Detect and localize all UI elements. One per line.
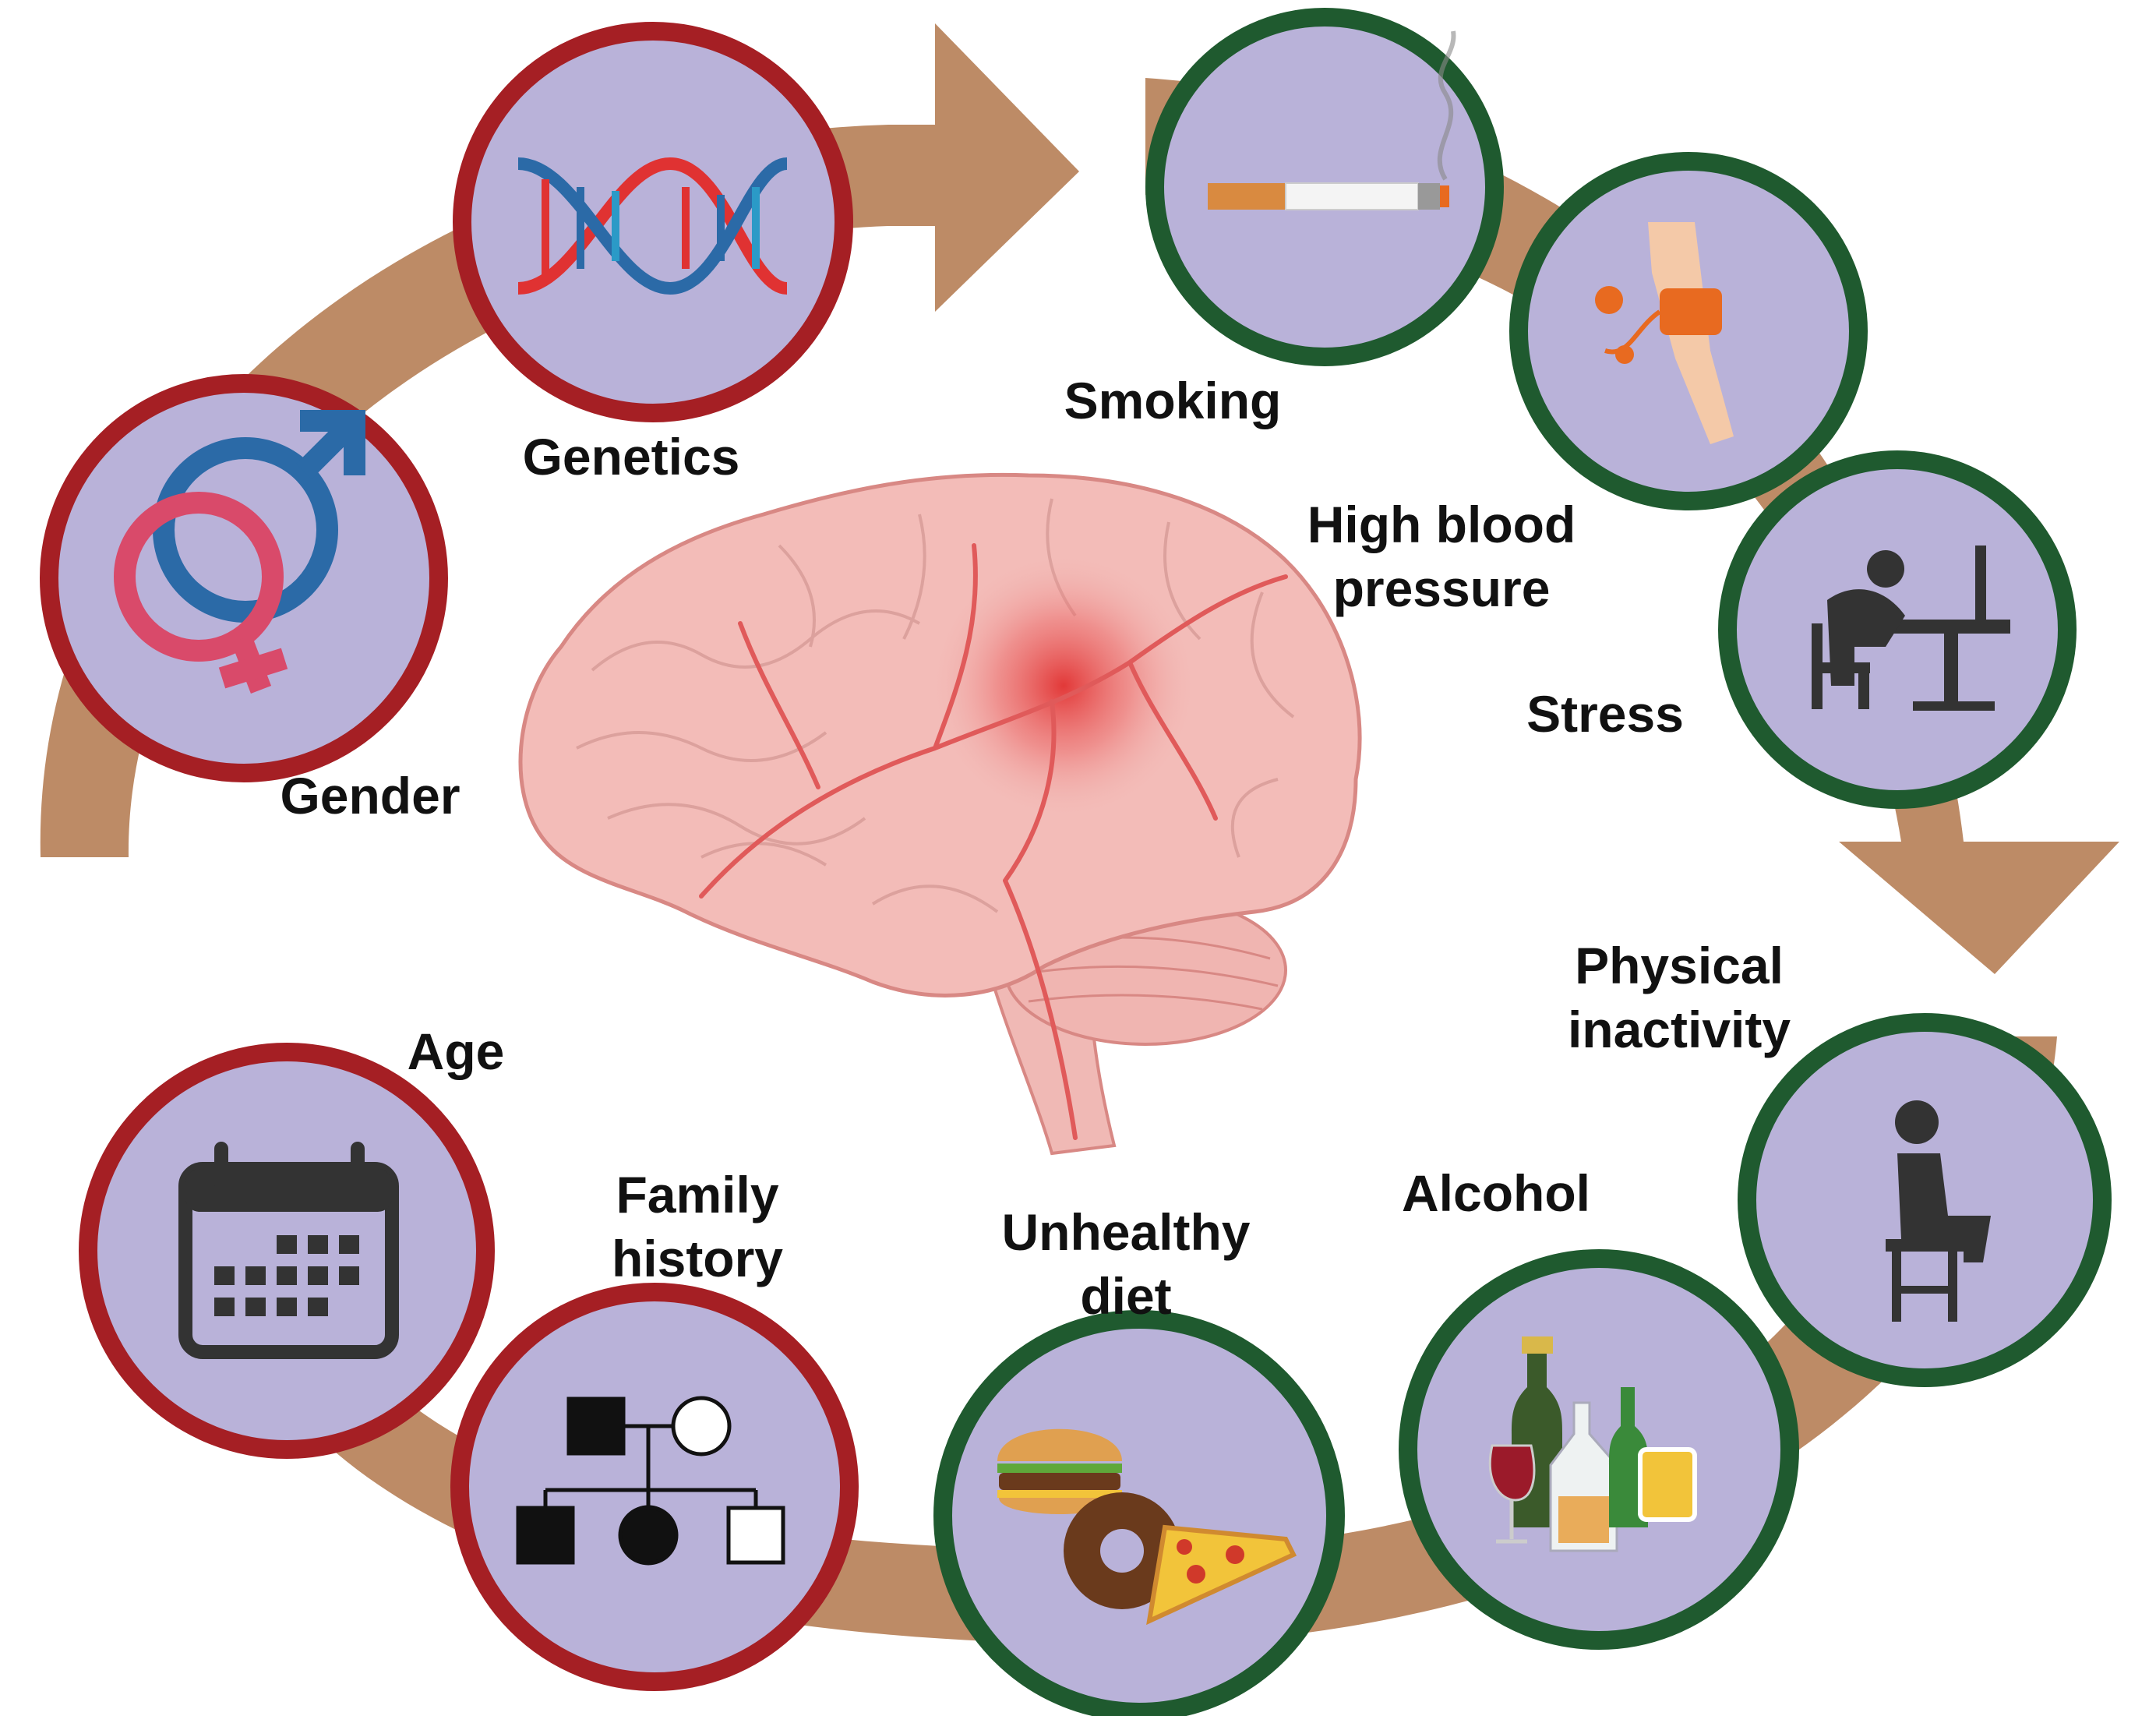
blood-pressure-cuff-icon: [1595, 222, 1734, 444]
age-label: Age: [407, 1022, 505, 1080]
alcohol-node: [1399, 1249, 1799, 1650]
age-node: [79, 1043, 495, 1459]
family-history-node: [450, 1283, 859, 1691]
gender-node: [40, 374, 448, 782]
gender-symbols-icon: [114, 410, 365, 694]
smoking-label: Smoking: [1064, 372, 1282, 429]
smoking-node: [1145, 8, 1504, 366]
stress-label: Stress: [1526, 685, 1684, 743]
gender-label: Gender: [280, 767, 460, 824]
high-blood-pressure-node: [1509, 152, 1868, 510]
dna-icon: [517, 157, 789, 295]
physical-inactivity-label: Physical inactivity: [1567, 937, 1791, 1058]
alcohol-bottles-icon: [1488, 1336, 1697, 1552]
genetics-node: [453, 22, 853, 422]
brain-icon: [518, 472, 1362, 1156]
cigarette-icon: [1208, 30, 1456, 210]
high-blood-pressure-label: High blood pressure: [1307, 496, 1576, 617]
calendar-icon: [178, 1142, 399, 1359]
unhealthy-diet-node: [933, 1310, 1345, 1716]
family-history-label: Family history: [611, 1166, 784, 1287]
alcohol-label: Alcohol: [1402, 1164, 1590, 1222]
physical-inactivity-node: [1738, 1013, 2112, 1387]
fast-food-icon: [997, 1428, 1297, 1626]
unhealthy-diet-label: Unhealthy diet: [1001, 1203, 1251, 1325]
sitting-person-icon: [1886, 1100, 1991, 1322]
pedigree-icon: [516, 1396, 785, 1566]
stress-node: [1718, 450, 2077, 809]
genetics-label: Genetics: [522, 428, 740, 485]
stressed-person-icon: [1812, 546, 2010, 711]
